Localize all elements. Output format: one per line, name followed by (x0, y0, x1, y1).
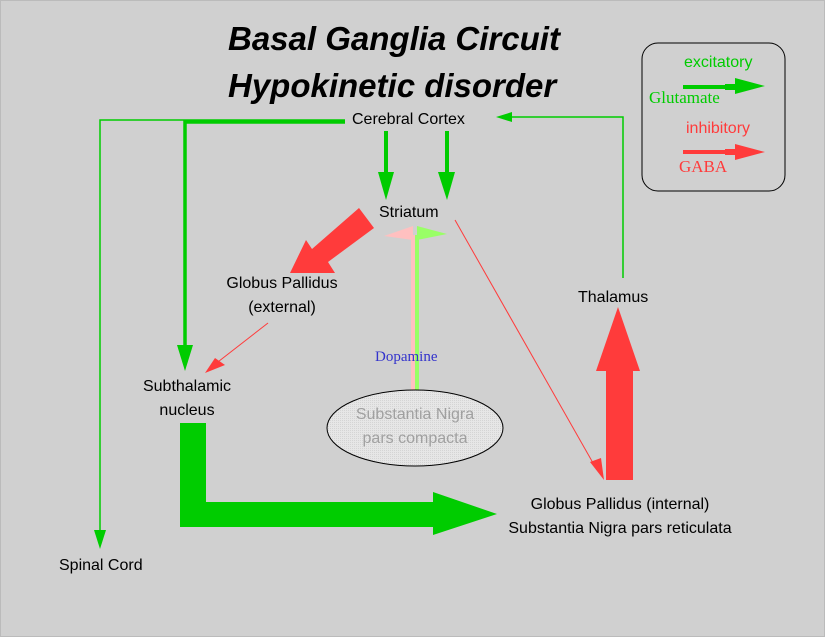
legend-excitatory-label: excitatory (684, 54, 753, 71)
substantia-nigra-compacta-ellipse (326, 389, 504, 467)
node-spinal-cord: Spinal Cord (59, 557, 143, 574)
legend-inhibitory-label: inhibitory (686, 120, 751, 137)
node-gp-external: Globus Pallidus (external) (212, 272, 352, 320)
diagram-title-line1: Basal Ganglia Circuit (228, 20, 560, 57)
node-gp-internal: Globus Pallidus (internal) Substantia Ni… (480, 493, 760, 541)
diagram-title-line2: Hypokinetic disorder (228, 67, 557, 104)
striatum-to-gp-external-arrow (290, 208, 374, 273)
node-substantia-nigra-compacta: Substantia Nigra pars compacta (335, 403, 495, 451)
legend-excitatory-arrow (683, 78, 765, 94)
dopamine-pathway-arrows (384, 226, 447, 400)
cortex-to-subthalamic-arrow (177, 120, 345, 371)
legend-inhibitory-arrow (683, 144, 765, 160)
gp-internal-to-thalamus-arrow (596, 307, 640, 480)
node-subthalamic-nucleus: Subthalamic nucleus (132, 375, 242, 423)
gp-external-line1: Globus Pallidus (226, 275, 338, 292)
cortex-to-striatum-arrow-right (438, 131, 455, 200)
subthalamic-to-gp-internal-arrow (180, 423, 497, 535)
legend-box (641, 42, 786, 192)
dopamine-label: Dopamine (375, 349, 438, 365)
node-striatum: Striatum (379, 204, 439, 221)
subthalamic-line1: Subthalamic (142, 378, 232, 395)
gp-internal-line1: Globus Pallidus (internal) (530, 496, 710, 513)
gp-internal-line2: Substantia Nigra pars reticulata (508, 520, 732, 537)
node-cerebral-cortex: Cerebral Cortex (352, 111, 465, 128)
cortex-to-striatum-arrow-left (378, 131, 394, 200)
legend-gaba-label: GABA (679, 157, 728, 176)
snc-line2: pars compacta (362, 430, 468, 447)
node-thalamus: Thalamus (578, 289, 649, 306)
cortex-to-spinal-cord-arrow (94, 119, 345, 549)
striatum-to-gp-internal-arrow (454, 219, 604, 480)
gp-external-line2: (external) (248, 299, 316, 316)
subthalamic-line2: nucleus (159, 402, 215, 419)
legend-glutamate-label: Glutamate (649, 88, 720, 107)
snc-line1: Substantia Nigra (355, 406, 475, 423)
gp-external-to-subthalamic-arrow (205, 322, 269, 373)
thalamus-to-cortex-arrow (496, 112, 624, 278)
